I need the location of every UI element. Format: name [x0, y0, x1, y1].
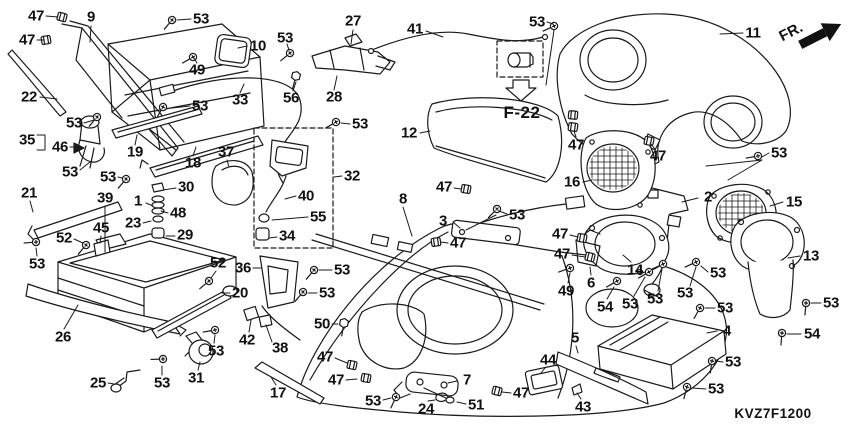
part-grommet-34 [255, 227, 270, 241]
part-speaker-bracket-13 [730, 211, 805, 319]
parts-layer [7, 11, 822, 417]
part-wedge-46 [73, 142, 85, 154]
part-spring-stack [151, 182, 165, 239]
part-stay-25 [110, 369, 141, 393]
inset-box [496, 40, 544, 102]
part-lock-inset-32 [253, 127, 334, 249]
part-garnish-12 [427, 97, 563, 183]
part-clip-42 [243, 305, 260, 322]
part-trim-5 [555, 351, 649, 405]
inset-arrow-icon [505, 79, 537, 102]
leader-lines [29, 15, 822, 405]
diagram-code: KVZ7F1200 [734, 406, 812, 421]
part-tag-45 [93, 239, 111, 257]
part-horn-31 [184, 331, 214, 365]
part-rails [27, 105, 264, 339]
part-nut-55 [258, 213, 270, 223]
part-screw-51 [423, 387, 449, 400]
part-opener-2 [643, 187, 689, 299]
part-rod-40 [265, 175, 287, 213]
part-clip-43 [571, 383, 583, 396]
part-bracket-7 [393, 371, 459, 404]
part-lid-44 [524, 364, 583, 396]
part-gasket [214, 33, 252, 69]
part-latch-36 [243, 255, 301, 341]
part-pad-37 [211, 160, 254, 206]
part-trim-17 [254, 361, 325, 405]
front-direction-arrow-icon [798, 23, 842, 49]
part-bracket-3 [451, 195, 586, 246]
part-trim-strip-22 [7, 49, 67, 117]
part-cable-41 [367, 31, 549, 55]
part-lock-cylinder [73, 115, 105, 169]
inset-reference-label: F-22 [503, 103, 541, 122]
part-grommet-38 [258, 314, 273, 328]
part-speaker-grille-16 [580, 130, 656, 211]
part-bracket-28 [311, 33, 396, 75]
part-stay-8 [311, 233, 545, 311]
